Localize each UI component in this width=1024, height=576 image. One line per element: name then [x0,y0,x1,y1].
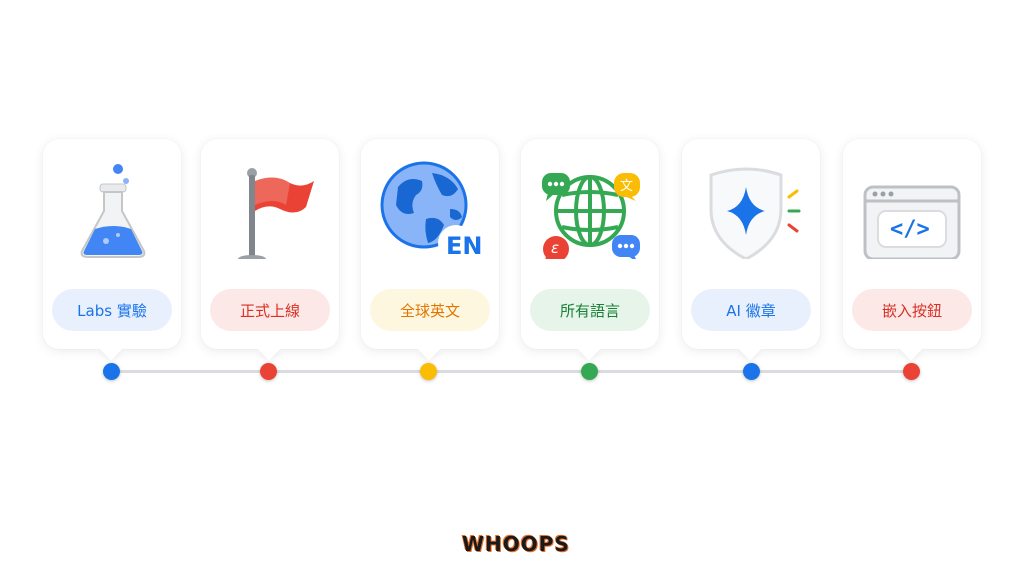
code-symbol: </> [890,217,930,242]
timeline-dot-global-english [420,363,437,380]
step-label-global-english: 全球英文 [370,289,490,331]
timeline-dot-launch [260,363,277,380]
timeline-dot-all-languages [581,363,598,380]
step-card-global-english: EN 全球英文 [361,139,499,349]
en-badge: EN [446,232,483,260]
timeline-dot-embed-button [903,363,920,380]
epsilon-bubble-text: ε [551,239,560,257]
step-label-launch: 正式上線 [210,289,330,331]
timeline-dot-ai-badge [743,363,760,380]
step-label-labs: Labs 實驗 [52,289,172,331]
flask-icon [62,159,162,259]
embed-code-icon: </> [862,159,962,259]
ai-badge-shield-icon [701,159,801,259]
brand-logo: WHOOPS [462,532,570,556]
step-card-launch: 正式上線 [201,139,339,349]
step-card-embed-button: </> 嵌入按鈕 [843,139,981,349]
step-label-ai-badge: AI 徽章 [691,289,811,331]
timeline-line [111,370,911,373]
flag-icon [220,159,320,259]
step-card-labs: Labs 實驗 [43,139,181,349]
globe-en-icon: EN [380,159,483,260]
step-label-all-languages: 所有語言 [530,289,650,331]
step-card-ai-badge: AI 徽章 [682,139,820,349]
step-card-all-languages: 文 ε 所有語言 [521,139,659,349]
chinese-bubble-text: 文 [620,179,634,194]
globe-chat-icon: 文 ε [540,159,640,259]
timeline-dot-labs [103,363,120,380]
step-label-embed-button: 嵌入按鈕 [852,289,972,331]
